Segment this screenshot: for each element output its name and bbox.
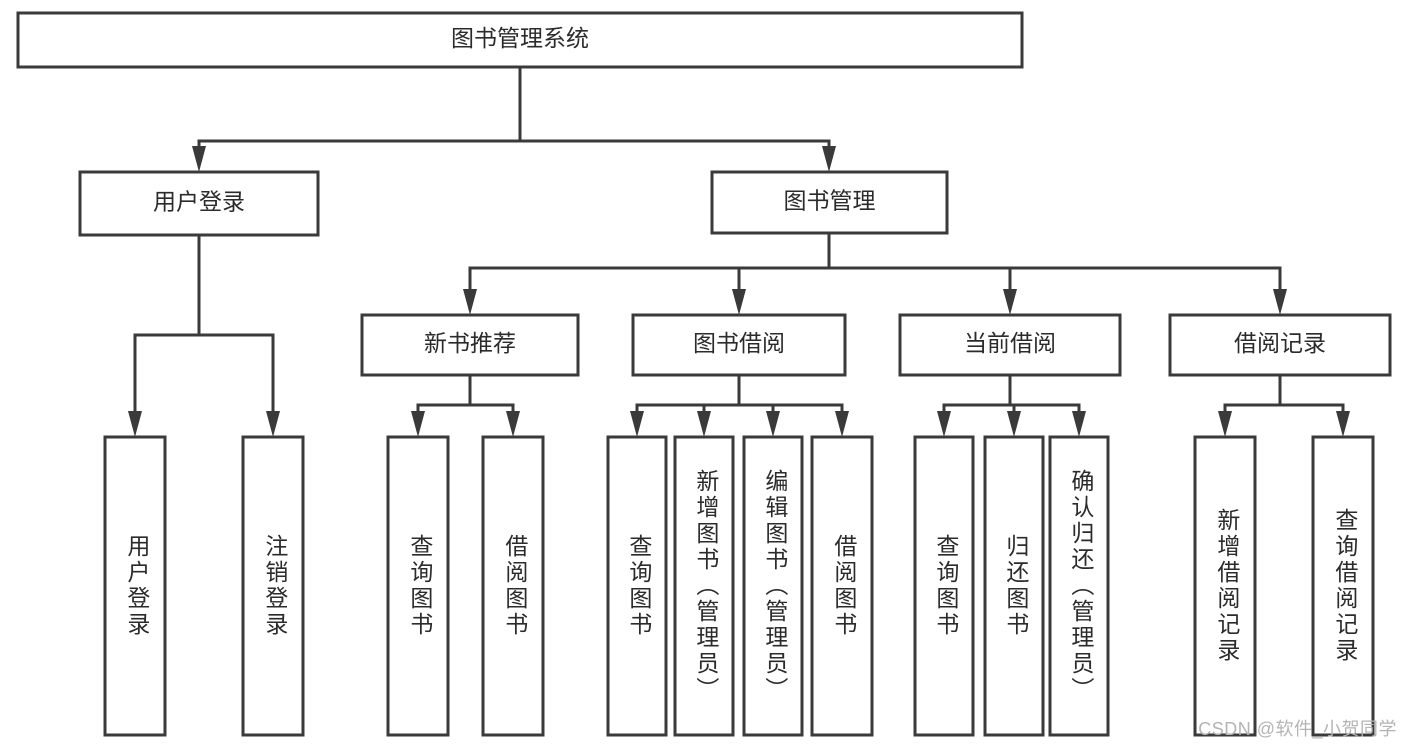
leaf-box[interactable] (481, 435, 545, 737)
arrow-head-icon (822, 146, 836, 172)
arrow-head-icon (1336, 411, 1350, 437)
leaf-node[interactable]: 查询图书 (913, 435, 975, 737)
connector-bookmgmt-to-level3 (463, 231, 1287, 315)
root-box[interactable] (16, 11, 1024, 69)
leaf-node[interactable]: 查询借阅记录 (1311, 435, 1375, 737)
arrow-head-icon (697, 411, 711, 437)
arrow-head-icon (1273, 289, 1287, 315)
leaf-box[interactable] (103, 435, 167, 737)
level3-label: 新书推荐 (424, 330, 516, 356)
connector-root-to-level2 (192, 65, 836, 172)
leaf-box[interactable] (241, 435, 305, 737)
level3-label: 当前借阅 (964, 330, 1056, 356)
root-node[interactable]: 图书管理系统 (16, 11, 1024, 69)
leaf-box[interactable] (810, 435, 874, 737)
leaf-label: 查询图书 (933, 534, 960, 638)
leaf-label: 编辑图书（管理员） (762, 469, 789, 703)
leaf-box[interactable] (1193, 435, 1257, 737)
leaf-box[interactable] (606, 435, 668, 737)
level3-node[interactable]: 当前借阅 (898, 313, 1122, 377)
arrow-head-icon (630, 411, 644, 437)
arrow-head-icon (1072, 411, 1086, 437)
leaf-box[interactable] (386, 435, 450, 737)
leaf-label: 新增图书（管理员） (693, 469, 720, 703)
arrow-head-icon (192, 146, 206, 172)
arrow-head-icon (266, 411, 280, 437)
leaf-node[interactable]: 注销登录 (241, 435, 305, 737)
level2-label: 用户登录 (153, 189, 245, 215)
leaf-box[interactable] (1048, 435, 1110, 737)
leaf-box[interactable] (983, 435, 1045, 737)
root-label: 图书管理系统 (451, 25, 589, 51)
level3-box[interactable] (1168, 313, 1392, 377)
leaf-label: 查询借阅记录 (1332, 508, 1359, 664)
leaf-box[interactable] (1311, 435, 1375, 737)
level2-box[interactable] (710, 170, 949, 235)
leaf-label: 确认归还（管理员） (1068, 469, 1095, 703)
leaf-node[interactable]: 新增借阅记录 (1193, 435, 1257, 737)
leaf-label: 查询图书 (626, 534, 653, 638)
leaf-node[interactable]: 编辑图书（管理员） (742, 435, 804, 737)
level3-node[interactable]: 图书借阅 (631, 313, 847, 377)
level2-node[interactable]: 图书管理 (710, 170, 949, 235)
leaf-node[interactable]: 查询图书 (606, 435, 668, 737)
level3-box[interactable] (360, 313, 580, 377)
level3-label: 图书借阅 (693, 330, 785, 356)
level3-box[interactable] (631, 313, 847, 377)
leaf-node[interactable]: 借阅图书 (481, 435, 545, 737)
level3-node[interactable]: 借阅记录 (1168, 313, 1392, 377)
leaf-label: 借阅图书 (831, 534, 858, 638)
leaf-label: 归还图书 (1003, 534, 1030, 638)
level2-label: 图书管理 (784, 188, 876, 214)
arrow-head-icon (1007, 411, 1021, 437)
connector-record-to-leaves (1218, 373, 1350, 437)
leaf-node[interactable]: 借阅图书 (810, 435, 874, 737)
leaf-label: 借阅图书 (502, 534, 529, 638)
leaf-node[interactable]: 新增图书（管理员） (673, 435, 735, 737)
leaf-node[interactable]: 确认归还（管理员） (1048, 435, 1110, 737)
arrow-head-icon (463, 289, 477, 315)
leaf-box[interactable] (913, 435, 975, 737)
leaf-node[interactable]: 查询图书 (386, 435, 450, 737)
connector-borrow-to-leaves (630, 373, 849, 437)
level3-node[interactable]: 新书推荐 (360, 313, 580, 377)
connector-layer (128, 65, 1350, 437)
arrow-head-icon (835, 411, 849, 437)
leaf-box[interactable] (673, 435, 735, 737)
arrow-head-icon (766, 411, 780, 437)
arrow-head-icon (1218, 411, 1232, 437)
arrow-head-icon (506, 411, 520, 437)
leaf-node[interactable]: 归还图书 (983, 435, 1045, 737)
leaf-label: 新增借阅记录 (1214, 508, 1241, 664)
arrow-head-icon (411, 411, 425, 437)
connector-userlogin-to-leaves (128, 233, 280, 437)
level2-node[interactable]: 用户登录 (78, 170, 320, 237)
leaf-label: 用户登录 (124, 534, 151, 638)
arrow-head-icon (732, 289, 746, 315)
leaf-label: 注销登录 (262, 534, 289, 638)
node-layer: 图书管理系统用户登录图书管理新书推荐图书借阅当前借阅借阅记录用户登录注销登录查询… (16, 11, 1392, 737)
arrow-head-icon (937, 411, 951, 437)
arrow-head-icon (128, 411, 142, 437)
level3-box[interactable] (898, 313, 1122, 377)
connector-current-to-leaves (937, 373, 1086, 437)
arrow-head-icon (1003, 289, 1017, 315)
leaf-box[interactable] (742, 435, 804, 737)
leaf-label: 查询图书 (407, 534, 434, 638)
connector-newbook-to-leaves (411, 373, 520, 437)
leaf-node[interactable]: 用户登录 (103, 435, 167, 737)
level2-box[interactable] (78, 170, 320, 237)
level3-label: 借阅记录 (1234, 330, 1326, 356)
